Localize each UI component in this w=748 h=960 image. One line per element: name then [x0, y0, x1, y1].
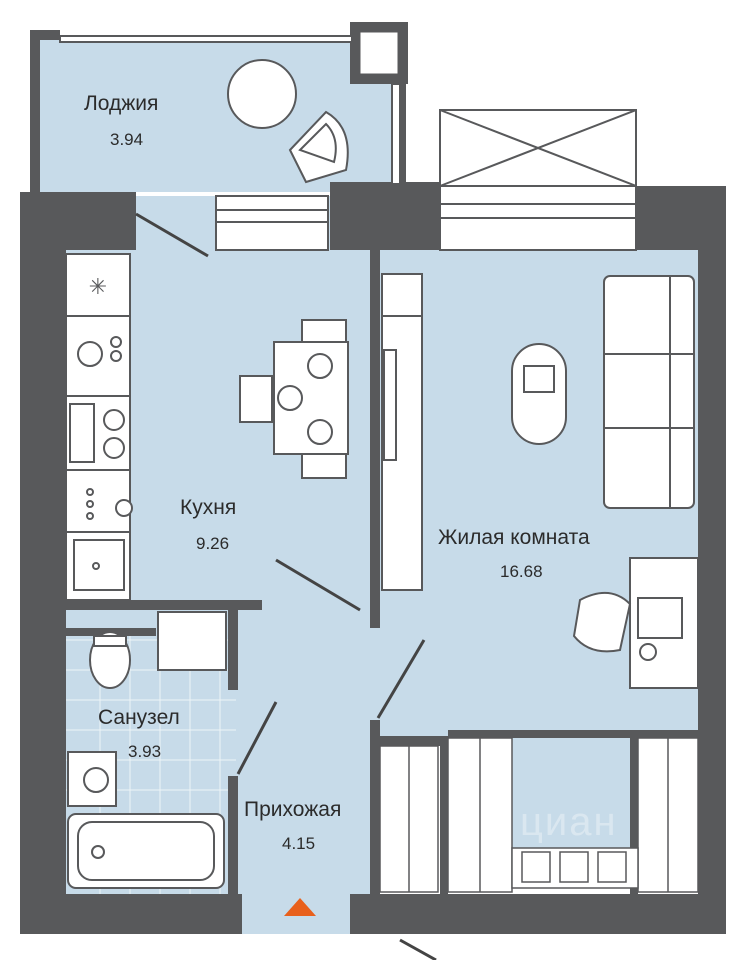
loggia-name: Лоджия — [84, 92, 159, 115]
living-room-area: 16.68 — [500, 562, 543, 581]
dining-table — [239, 319, 349, 479]
kitchen-area: 9.26 — [196, 534, 230, 553]
hallway-name: Прихожая — [244, 798, 342, 821]
bathroom-area: 3.93 — [128, 742, 162, 761]
watermark: циан — [520, 800, 618, 844]
snowflake-icon: ✳ — [89, 275, 107, 300]
kitchen-units — [65, 253, 133, 601]
bathroom-fixtures — [67, 611, 227, 889]
bathroom-name: Санузел — [98, 706, 180, 729]
walls — [20, 30, 726, 934]
kitchen-name: Кухня — [180, 496, 237, 519]
hallway-area: 4.15 — [282, 834, 316, 853]
door-swings — [135, 212, 437, 960]
living-room-name: Жилая комната — [438, 526, 590, 549]
loggia-area: 3.94 — [110, 130, 144, 149]
loggia-furniture — [227, 59, 349, 184]
living-furniture — [381, 273, 699, 689]
wardrobes — [379, 737, 699, 893]
windows — [59, 35, 637, 251]
entrance-arrow-icon — [284, 898, 316, 916]
